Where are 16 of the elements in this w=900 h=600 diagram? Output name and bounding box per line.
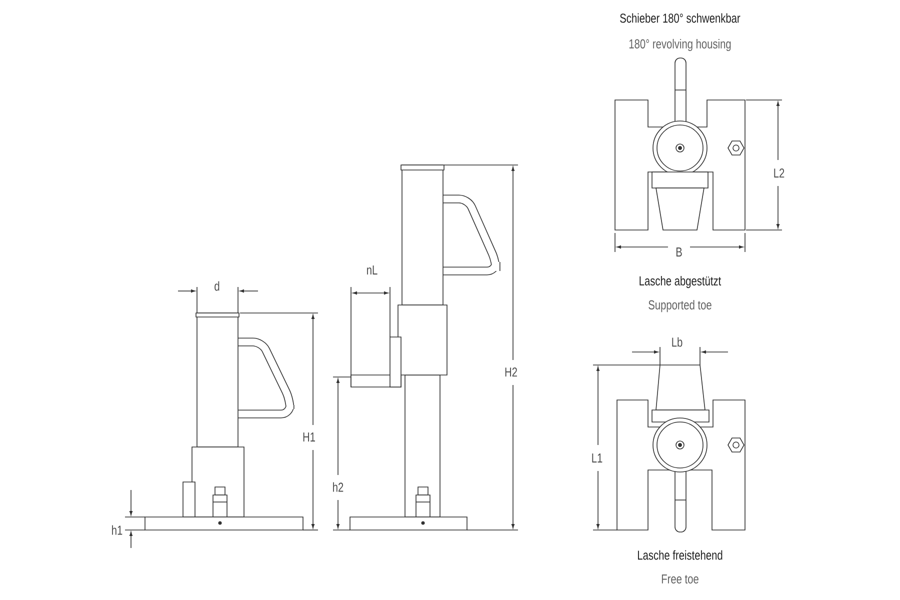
dimension-label: d <box>214 281 220 291</box>
dimension-label: L1 <box>592 454 602 462</box>
dimension-label: B <box>676 248 682 256</box>
dimension-label: L2 <box>774 168 784 178</box>
dimension-label: h2 <box>333 482 344 492</box>
dimension-label: nL <box>367 266 378 274</box>
caption-text: 180° revolving housing <box>629 38 731 52</box>
caption-text: Free toe <box>662 574 698 584</box>
dimension-label: H2 <box>505 367 517 377</box>
caption-text: Schieber 180° schwenkbar <box>620 13 740 23</box>
dimension-label: H1 <box>303 432 315 442</box>
dimension-label: Lb <box>672 337 682 347</box>
caption-text: Supported toe <box>648 300 712 312</box>
caption-text: Lasche abgestützt <box>640 276 722 288</box>
caption-text: Lasche freistehend <box>638 550 722 560</box>
dimension-label: h1 <box>112 525 122 535</box>
